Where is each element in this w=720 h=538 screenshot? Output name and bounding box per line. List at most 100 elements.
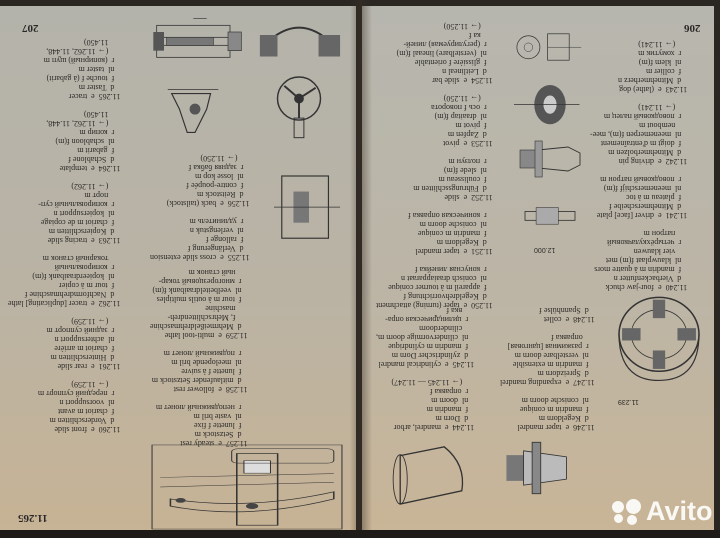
entry-line (590, 166, 687, 175)
entry-line: d Zapfen m (447, 130, 493, 139)
entry-line: 11.246 e taper mandrel (517, 423, 595, 432)
entry-line: d Führungsschlitten m (413, 184, 493, 193)
entry-line: nl schabloon f(m) (55, 137, 121, 146)
entry-line: r ползун m (448, 157, 493, 166)
figure-label: 12.000 (534, 246, 556, 253)
entry-line: nl achtersupport n (54, 335, 121, 344)
entry-line: 11.241 e driver [face] plate (596, 211, 688, 220)
entry-line: r разжимная [цанговая] (507, 342, 595, 351)
entry-line (500, 387, 595, 396)
entry-line: (→ 11.262) (71, 182, 121, 191)
entry-line: f chariot m de copiage (40, 218, 121, 227)
entry-line (376, 256, 493, 265)
entry-line: nl veelbeiteldraaibank f(m) (152, 286, 248, 295)
entry-line (590, 94, 687, 103)
taper-mandrel-figure (506, 441, 567, 495)
entry-line: f chariot m avant (57, 407, 121, 416)
entry-line: nl meenemerschijf f(m) (603, 184, 688, 193)
taper-attachment-figure (392, 446, 464, 505)
entry-line: (→ 11.241) (638, 103, 688, 112)
entry-line (150, 340, 248, 349)
entry-line: f chariot m arrière (54, 344, 121, 353)
entry-line: f lunette f à suivre (181, 367, 248, 376)
entry-line (8, 308, 120, 317)
entry-line: f contre-poupée f (186, 181, 250, 190)
entry-line: d Leitlineal n (442, 67, 493, 76)
entry-line: vier klauwen (633, 247, 688, 256)
entry-line: 11.260 e front slide (54, 425, 121, 434)
collet-figure (516, 33, 582, 61)
dividing-head-figure (259, 26, 341, 139)
entry-line: f pivot m (455, 121, 493, 130)
entry-line: r задний суппорт m (46, 326, 121, 335)
entry-line: r (регулируемая) линей- (403, 40, 493, 49)
entry-line: nl klem f(m) (638, 58, 688, 67)
book-gutter (350, 0, 372, 538)
entry-line: 11.258 e follower rest (173, 385, 248, 394)
entry-line: nl conisch draaiapparaat n (401, 274, 493, 283)
entry-line: 11.262 e tracer [duplicating] lathe (8, 299, 121, 308)
entry-line: патрон m (643, 229, 688, 238)
entry-line: nl losse kop m (195, 172, 250, 181)
entry-line: 11.254 e slide bar (432, 76, 493, 85)
entry-line (8, 371, 120, 380)
entry-line: 11.252 e slide (444, 193, 493, 202)
entry-line (590, 220, 687, 229)
entry-line: 11.265 e tracer (68, 92, 121, 101)
entry-line: (→ 11.262, 11.448, (46, 119, 121, 128)
avito-watermark: Avito (612, 496, 713, 527)
entry-line: nl slede f(m) (443, 166, 493, 175)
entry-line: d Mitnehmerscheibe f (609, 202, 688, 211)
entry-line: nl klauwplaat f(m) met (605, 256, 688, 265)
milling-attachment-figure (153, 18, 242, 58)
text-column: 11.255 e cross slide extension d Verläng… (150, 154, 249, 262)
entry-line: f mandrin m cylindrique (388, 342, 475, 351)
entry-line: nl cilindervormige doorn m, (376, 333, 475, 342)
footer-entry: 11.265 (18, 512, 48, 524)
entry-line: f lunette f fixe (193, 421, 248, 430)
tracer-slide-figure (274, 175, 341, 239)
entry-line: r поводковый палец m (603, 112, 688, 121)
entry-line: f rallonge f (205, 235, 250, 244)
entry-line: d Kegeldrehvorrichtung f (403, 292, 493, 301)
figure-label: 11.239 (618, 398, 639, 405)
entry-line: 11.261 e rear slide (57, 362, 121, 371)
expanding-mandrel-figure (519, 140, 581, 178)
watermark-text: Avito (646, 496, 713, 526)
entry-line: f coulisseau m (438, 175, 493, 184)
entry-line: nl kopiersupport n (53, 209, 121, 218)
entry-line (150, 208, 249, 217)
entry-line: f mandrin m conique (519, 405, 595, 414)
driving-pin-figure (514, 85, 580, 125)
entry-line: f mandrin m extensible (512, 360, 595, 369)
cylindrical-mandrel-figure (524, 207, 576, 225)
entry-line: f plateau m à toc (625, 193, 688, 202)
entry-line: r удлинитель m (189, 217, 250, 226)
entry-line: f glissière f orientable (414, 58, 493, 67)
entry-line: ный станок m (188, 268, 248, 277)
entry-line: 11.242 e driving pin (618, 157, 688, 166)
entry-line: (→ 11.245 — 11.247) (391, 378, 475, 387)
entry-line: (→ 11.250) (443, 94, 493, 103)
entry-line: f collier m (645, 67, 688, 76)
entry-line: r неподвижный люнет m (155, 403, 248, 412)
entry-line: (→ 11.262, 11.448, (46, 47, 121, 56)
entry-line: 11.255 e cross slide extension (150, 253, 250, 262)
entry-line: d Kopierschlitten m (48, 227, 121, 236)
entry-line: nl (verstelbare) lineaal f(m) (396, 49, 493, 58)
text-column: 11.240 e four-jaw chuck d Vierbackenfutt… (590, 40, 687, 292)
entry-line: r коническая оправка f (408, 211, 493, 220)
entry-line: вка f (446, 306, 475, 315)
entry-line: 11.263 e tracing slide (47, 236, 121, 245)
entry-line: 11.240 e four-jaw chuck (605, 283, 688, 292)
entry-line: ка f (468, 31, 493, 40)
entry-line: d Kegeldorn m (436, 238, 493, 247)
entry-line: nl doorn m (431, 396, 475, 405)
entry-line: f appareil m à tourner conique (388, 283, 493, 292)
entry-line: f gabarit m (77, 146, 121, 155)
entry-line: r хомутик m (638, 49, 688, 58)
entry-line: 11.243 e (lathe) dog (619, 85, 688, 94)
steady-rest-figure (167, 89, 219, 134)
entry-line: d Mitnehmerbolzen m (608, 148, 688, 157)
entry-line: 11.248 e collet (543, 315, 595, 324)
